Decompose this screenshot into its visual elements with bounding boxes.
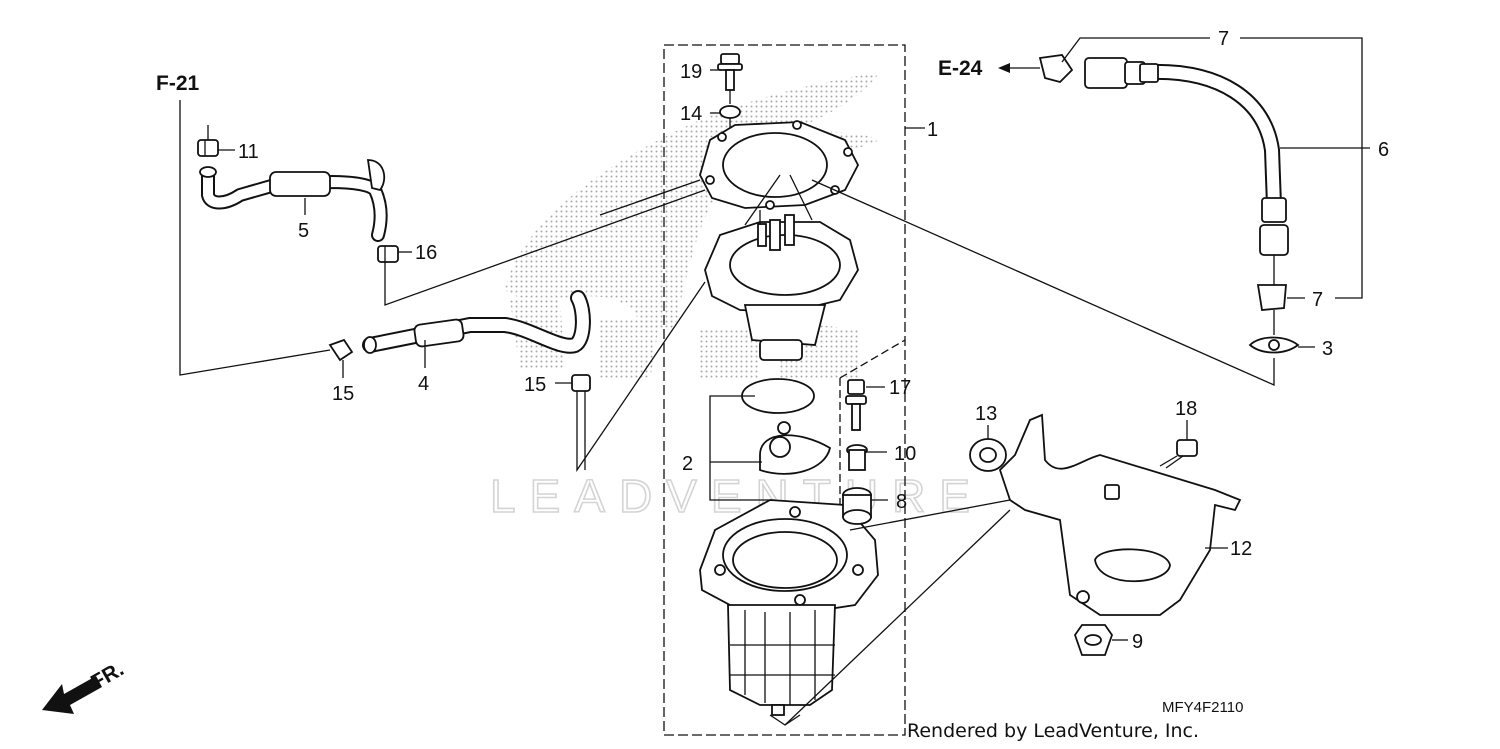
grommet-8 (842, 487, 872, 525)
fuel-hose-6 (1084, 57, 1289, 256)
part-num-5: 5 (298, 220, 309, 242)
part-num-7-bottom: 7 (1312, 289, 1323, 311)
part-num-16: 16 (415, 242, 437, 264)
part-num-4: 4 (418, 373, 429, 395)
fuel-pump-top (704, 214, 859, 361)
pump-body-flange (699, 499, 879, 616)
small-seal (777, 421, 791, 435)
diagram-code: MFY4F2110 (1162, 699, 1243, 716)
bolt-17 (845, 379, 867, 431)
part-num-1: 1 (927, 119, 938, 141)
ref-f21: F-21 (156, 72, 200, 95)
part-num-2: 2 (682, 453, 693, 475)
clip-16 (377, 245, 399, 263)
pump-filter-basket (727, 604, 836, 716)
part-num-6: 6 (1378, 139, 1389, 161)
bolt-18 (1159, 439, 1198, 469)
part-num-7-top: 7 (1218, 28, 1229, 50)
part-num-15-a: 15 (332, 383, 354, 405)
part-num-12: 12 (1230, 538, 1252, 560)
part-num-11: 11 (238, 141, 259, 163)
part-num-15-b: 15 (524, 374, 546, 396)
bolt-19 (717, 53, 743, 91)
part-num-9: 9 (1132, 631, 1143, 653)
collar-10 (846, 444, 868, 471)
setting-plate-3 (1248, 336, 1300, 354)
grommet-13 (969, 438, 1007, 472)
credit-text: Rendered by LeadVenture, Inc. (907, 720, 1199, 742)
part-num-17: 17 (889, 377, 911, 399)
watermark-text: LEADVENTURE (490, 470, 984, 522)
part-num-14: 14 (680, 103, 702, 125)
clip-11 (197, 139, 219, 157)
retainer-7-bottom (1256, 284, 1287, 311)
part-num-3: 3 (1322, 338, 1333, 360)
leader-lines (179, 37, 1370, 726)
nut-9 (1073, 624, 1114, 656)
part-num-10: 10 (894, 443, 916, 465)
hose-4 (362, 290, 591, 354)
washer-14 (719, 105, 741, 119)
pump-flange-plate (699, 120, 860, 210)
ref-e24: E-24 (938, 57, 983, 80)
front-arrow-icon (42, 676, 102, 714)
part-num-19: 19 (680, 61, 702, 83)
regulator-2 (759, 434, 832, 475)
part-num-13: 13 (975, 403, 997, 425)
bracket-12 (998, 413, 1242, 616)
clip-15-b (571, 374, 591, 392)
part-num-8: 8 (896, 491, 907, 513)
clip-15-a (328, 338, 354, 362)
retainer-7-top (1038, 54, 1074, 84)
hose-5 (199, 159, 388, 242)
part-num-18: 18 (1175, 398, 1197, 420)
